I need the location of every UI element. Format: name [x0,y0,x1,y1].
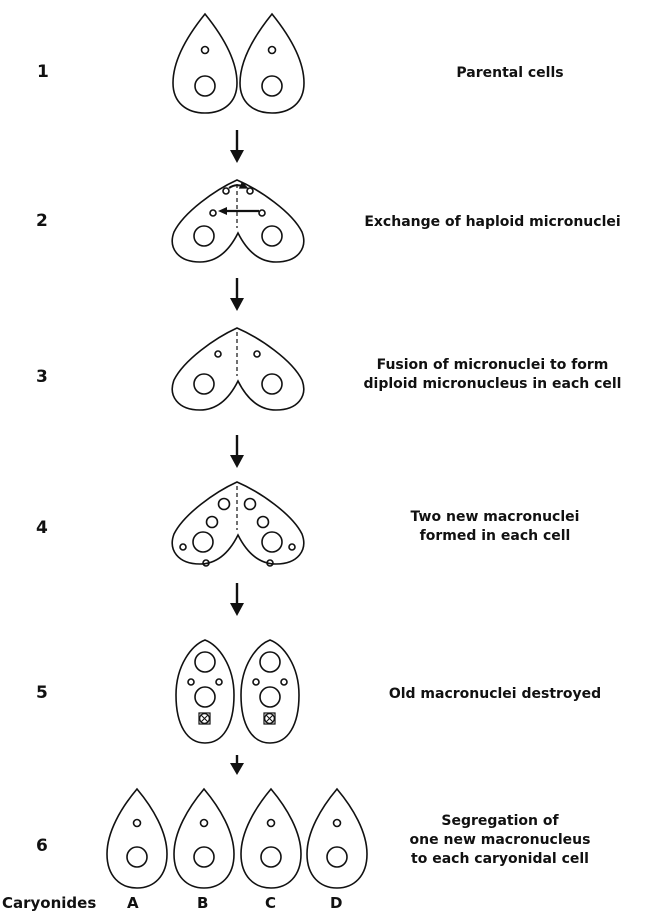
step-5-cells [176,640,299,743]
exconjugant-cell-left [176,640,234,743]
macronucleus [127,847,147,867]
step-3-cells [172,328,303,410]
step-6-label-line: to each caryonidal cell [380,850,620,869]
caryonide-letter-a: A [127,894,139,912]
step-6-description: Segregation of one new macronucleus to e… [380,812,620,869]
micronucleus [281,679,287,685]
caryonide-cell-d [307,789,367,888]
step-number-4: 4 [36,518,48,538]
new-macronucleus-anlage [207,517,218,528]
micronucleus [216,679,222,685]
step-1-description: Parental cells [400,64,620,83]
new-macronucleus [195,687,215,707]
macronucleus [262,532,282,552]
step-4-label-line: Two new macronuclei [360,508,630,527]
macronucleus [262,76,282,96]
new-macronucleus [195,652,215,672]
new-macronucleus [260,687,280,707]
step-6-label-line: one new macronucleus [380,831,620,850]
down-arrow-icon [230,435,244,468]
conjugating-pair [172,328,303,410]
step-1-label-line: Parental cells [400,64,620,83]
micronucleus [134,820,141,827]
macronucleus [193,532,213,552]
step-3-label-line: Fusion of micronuclei to form [335,356,650,375]
down-arrow-icon [230,278,244,311]
step-1-cells [173,14,304,113]
new-macronucleus-anlage [219,499,230,510]
micronucleus [334,820,341,827]
macronucleus [195,76,215,96]
micronucleus [223,188,229,194]
step-5-description: Old macronuclei destroyed [360,685,630,704]
macronucleus [261,847,281,867]
caryonide-cell-b [174,789,234,888]
step-number-1: 1 [37,62,49,82]
micronucleus [268,820,275,827]
micronucleus [210,210,216,216]
step-5-label-line: Old macronuclei destroyed [360,685,630,704]
micronucleus [201,820,208,827]
parental-cell-right [240,14,304,113]
caryonide-cell-a [107,789,167,888]
step-6-cells [107,789,367,888]
step-4-description: Two new macronuclei formed in each cell [360,508,630,546]
macronucleus [194,374,214,394]
caryonide-letter-b: B [197,894,208,912]
step-3-label-line: diploid micronucleus in each cell [335,375,650,394]
step-4-cells [172,482,303,566]
new-macronucleus [260,652,280,672]
micronucleus [247,188,253,194]
down-arrow-icon [230,130,244,163]
step-number-5: 5 [36,683,48,703]
caryonide-letter-c: C [265,894,276,912]
new-macronucleus-anlage [258,517,269,528]
new-macronucleus-anlage [245,499,256,510]
micronucleus [253,679,259,685]
macronucleus [262,226,282,246]
down-arrow-icon [230,583,244,616]
step-2-description: Exchange of haploid micronuclei [335,213,650,232]
micronucleus [202,47,209,54]
exconjugant-cell-right [241,640,299,743]
micronucleus [188,679,194,685]
parental-cell-left [173,14,237,113]
step-6-label-line: Segregation of [380,812,620,831]
destroyed-macronucleus [264,713,275,724]
macronucleus [194,847,214,867]
macronucleus [262,374,282,394]
caryonides-label: Caryonides [2,894,96,912]
conjugating-pair [172,180,303,262]
conjugating-pair [172,482,303,564]
step-number-3: 3 [36,367,48,387]
macronucleus [194,226,214,246]
caryonide-letter-d: D [330,894,342,912]
micronucleus [269,47,276,54]
micronucleus [259,210,265,216]
down-arrow-icon [230,755,244,775]
step-3-description: Fusion of micronuclei to form diploid mi… [335,356,650,394]
step-number-2: 2 [36,211,48,231]
step-2-label-line: Exchange of haploid micronuclei [335,213,650,232]
caryonide-cell-c [241,789,301,888]
diploid-micronucleus [215,351,221,357]
micronucleus [180,544,186,550]
diploid-micronucleus [254,351,260,357]
destroyed-macronucleus [199,713,210,724]
step-2-cells [172,180,303,262]
micronucleus [289,544,295,550]
step-4-label-line: formed in each cell [360,527,630,546]
macronucleus [327,847,347,867]
step-number-6: 6 [36,836,48,856]
